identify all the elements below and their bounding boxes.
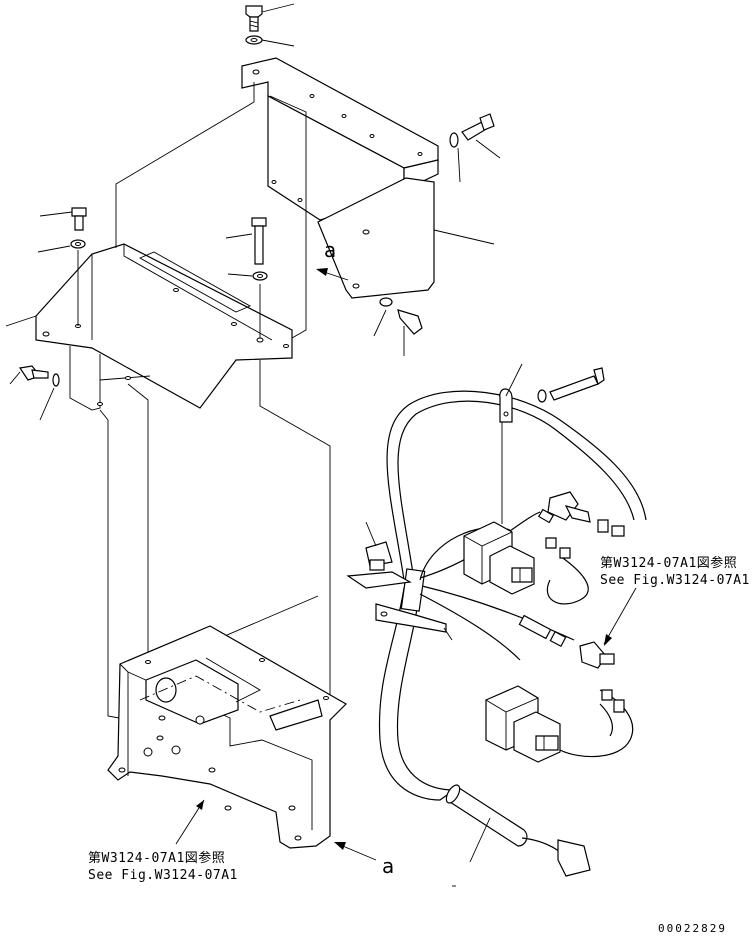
view-arrow-a-bottom [334,842,376,860]
see-fig-bottom-en: See Fig.W3124-07A1 [88,868,238,883]
flap-bolt [374,298,422,356]
left-bolt-upper [38,208,86,252]
see-fig-arrow-right [604,588,636,646]
see-fig-right-en: See Fig.W3124-07A1 [600,573,750,588]
top-bolt [246,4,294,31]
pressure-fitting-upper [539,492,624,536]
cylinder-leader [470,818,490,862]
wire-harness [376,391,646,876]
view-arrow-a-top [316,268,348,280]
harness-clamp-bolt [500,364,604,524]
left-bolt-lower [10,366,59,420]
view-label-a-top: a [324,238,337,262]
view-label-a-bottom: a [382,854,395,878]
solenoid-valve-upper [464,522,534,594]
solenoid-valve-lower [486,686,560,762]
middle-bracket [6,244,292,410]
side-bolt-right [450,114,500,182]
harness-bolt [348,522,452,640]
see-fig-bottom-jp: 第W3124-07A1図参照 [88,851,226,866]
upper-bracket [242,58,494,298]
top-washer [246,36,294,46]
pressure-fitting-lower [519,538,624,712]
see-fig-right-jp: 第W3124-07A1図参照 [600,556,738,571]
base-bracket [108,626,346,848]
long-bolt-center [226,218,267,280]
drawing-code: 00022829 [658,922,727,935]
